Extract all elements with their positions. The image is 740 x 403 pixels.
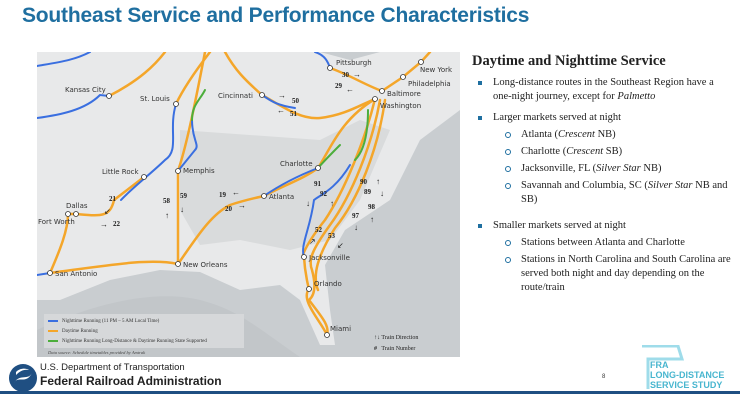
train-number: 58 xyxy=(163,197,171,205)
sub-bullet: Atlanta (Crescent NB) xyxy=(472,128,732,142)
city-label: Orlando xyxy=(314,280,342,288)
sub-bullet: Savannah and Columbia, SC (Silver Star N… xyxy=(472,179,732,207)
svg-text:←: ← xyxy=(346,85,354,94)
city-label: Washington xyxy=(380,102,421,110)
svg-text:←: ← xyxy=(232,188,240,197)
train-number: 53 xyxy=(328,232,336,240)
map-legend: Nighttime Running (11 PM – 5 AM Local Ti… xyxy=(44,314,244,348)
fra-logo-text: FRA xyxy=(650,360,669,370)
city-label: Little Rock xyxy=(102,168,139,176)
sub-bullet: Jacksonville, FL (Silver Star NB) xyxy=(472,162,732,176)
sub-bullet: Stations in North Carolina and South Car… xyxy=(472,253,732,295)
fra-study-logo-icon xyxy=(642,345,685,389)
svg-text:↓: ↓ xyxy=(306,199,310,208)
page-number: 8 xyxy=(602,374,606,380)
city-label: Jacksonville xyxy=(308,254,350,262)
train-number: 51 xyxy=(290,110,298,118)
bullet: Larger markets served at night Atlanta (… xyxy=(472,111,732,207)
legend-state-supported: Nighttime Running Long-Distance & Daytim… xyxy=(62,338,207,344)
svg-text:→: → xyxy=(278,91,286,100)
bullet: Long-distance routes in the Southeast Re… xyxy=(472,76,732,104)
train-number: 59 xyxy=(180,192,188,200)
train-direction-label: Train Direction xyxy=(381,335,419,341)
city-label: Dallas xyxy=(66,202,88,210)
dot-name: U.S. Department of Transportation xyxy=(40,362,185,373)
city-label: Fort Worth xyxy=(38,218,75,226)
svg-text:↗: ↗ xyxy=(309,237,316,246)
svg-text:↑: ↑ xyxy=(376,177,380,186)
train-number: 19 xyxy=(219,191,227,199)
sub-bullet: Charlotte (Crescent SB) xyxy=(472,145,732,159)
train-number: 90 xyxy=(360,178,368,186)
legend-daytime: Daytime Running xyxy=(62,328,98,334)
svg-text:↙: ↙ xyxy=(337,241,344,250)
city-label: Charlotte xyxy=(280,160,313,168)
svg-text:→: → xyxy=(353,70,361,79)
train-direction-icon: ↑↓ xyxy=(374,335,380,341)
train-number: 97 xyxy=(352,212,360,220)
train-number: 50 xyxy=(292,97,300,105)
train-number: 30 xyxy=(342,71,350,79)
bullet: Smaller markets served at night Stations… xyxy=(472,219,732,295)
map-svg: Kansas City St. Louis Pittsburgh New Yor… xyxy=(37,52,460,357)
legend-nighttime: Nighttime Running (11 PM – 5 AM Local Ti… xyxy=(62,318,160,324)
train-number: 22 xyxy=(113,220,121,228)
city-label: Memphis xyxy=(183,167,215,175)
train-number: 52 xyxy=(315,226,323,234)
svg-text:→: → xyxy=(238,201,246,210)
fra-logo-text: LONG-DISTANCE xyxy=(650,370,725,380)
direction-legend: ↑↓ Train Direction # Train Number xyxy=(374,333,418,355)
svg-text:↑: ↑ xyxy=(330,199,334,208)
train-number: 91 xyxy=(314,180,322,188)
city-label: St. Louis xyxy=(140,95,170,103)
svg-text:↓: ↓ xyxy=(354,223,358,232)
sub-bullet: Stations between Atlanta and Charlotte xyxy=(472,236,732,250)
svg-text:↓: ↓ xyxy=(380,189,384,198)
train-number: 98 xyxy=(368,203,376,211)
service-panel: Daytime and Nighttime Service Long-dista… xyxy=(472,53,732,302)
svg-text:↑: ↑ xyxy=(370,215,374,224)
city-label: Baltimore xyxy=(387,90,421,98)
city-label: San Antonio xyxy=(55,270,97,278)
fra-logo-text: SERVICE STUDY xyxy=(650,380,723,390)
city-label: New Orleans xyxy=(183,261,228,269)
footer-rule xyxy=(0,391,740,394)
train-number: 20 xyxy=(225,205,233,213)
city-label: Cincinnati xyxy=(218,92,253,100)
train-number-icon: # xyxy=(374,346,377,352)
city-label: Philadelphia xyxy=(408,80,451,88)
city-label: New York xyxy=(420,66,453,74)
city-label: Kansas City xyxy=(65,86,106,94)
fra-name: Federal Railroad Administration xyxy=(40,374,222,388)
train-number: 21 xyxy=(109,195,117,203)
city-label: Atlanta xyxy=(269,193,294,201)
city-label: Miami xyxy=(330,325,351,333)
panel-heading: Daytime and Nighttime Service xyxy=(472,53,666,69)
svg-text:←: ← xyxy=(277,106,285,115)
direction-arrows: →←→← ←→↙→ ↑↓↓↑ ↑↓↓↑ ↗↙ xyxy=(100,70,384,250)
slide-title: Southeast Service and Performance Charac… xyxy=(22,4,530,27)
svg-text:↙: ↙ xyxy=(104,207,111,216)
data-source: Data source: Schedule timetables provide… xyxy=(48,350,146,355)
dot-logo-icon xyxy=(9,364,37,392)
route-map: Kansas City St. Louis Pittsburgh New Yor… xyxy=(37,52,460,357)
train-number: 92 xyxy=(320,190,328,198)
svg-text:↑: ↑ xyxy=(165,211,169,220)
train-number: 29 xyxy=(335,82,343,90)
city-label: Pittsburgh xyxy=(336,59,372,67)
train-number: 89 xyxy=(364,188,372,196)
train-number-label: Train Number xyxy=(381,346,416,352)
svg-text:→: → xyxy=(100,220,108,229)
svg-text:↓: ↓ xyxy=(180,205,184,214)
